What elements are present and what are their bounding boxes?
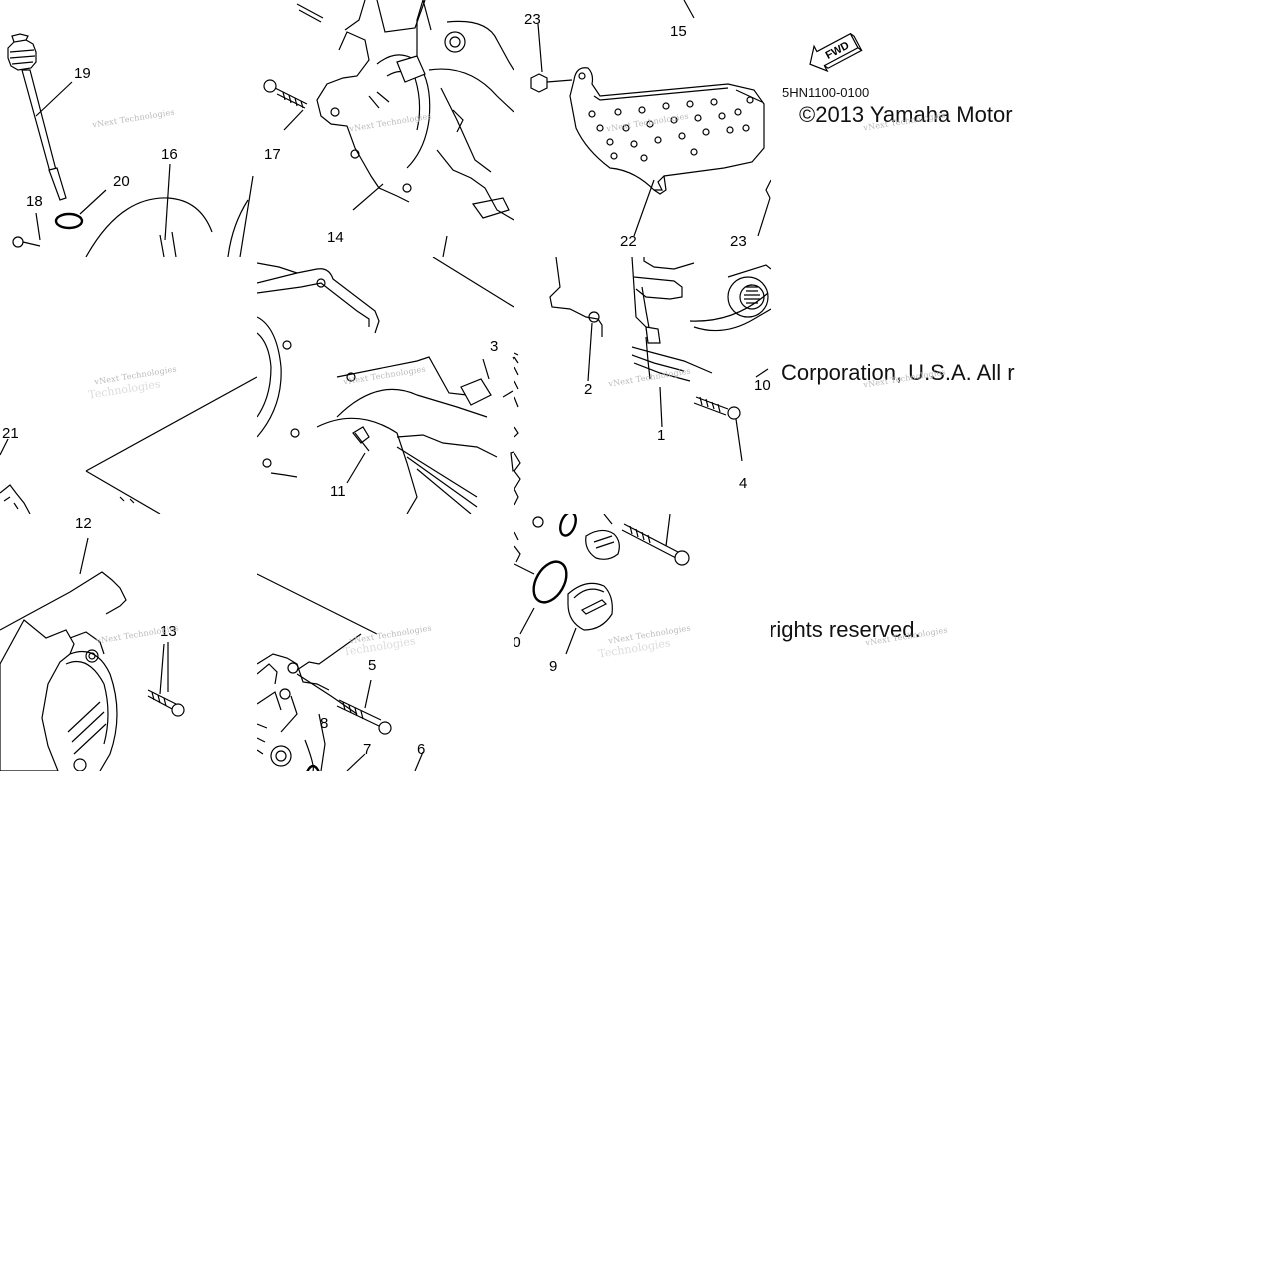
tile-skid-plate: 23 15 22 23 vNext Technologies [514, 0, 771, 257]
callout-6: 6 [417, 741, 426, 758]
callout-23-lower: 23 [730, 233, 747, 250]
dipstick-drawing [7, 33, 254, 257]
callout-12: 12 [75, 515, 92, 532]
tile-caps: 10 9 vNext Technologies Technologies [514, 514, 771, 771]
callout-23: 23 [524, 11, 541, 28]
callout-9: 9 [549, 658, 558, 675]
callout-2: 2 [584, 381, 593, 398]
callout-8: 8 [320, 715, 329, 732]
tile-sprocket-cover: 12 13 vNext Technologies [0, 514, 257, 771]
skid-plate-holes [588, 96, 754, 162]
tile-crankcase-right: 3 11 vNext Technologies [257, 257, 514, 514]
tile-dipstick: 19 20 16 18 vNext Technologies [0, 0, 257, 257]
callout-18: 18 [26, 193, 43, 210]
tile-copyright-2: Corporation, U.S.A. All r vNext Technolo… [771, 257, 1028, 514]
callout-14: 14 [327, 229, 344, 246]
callout-10-lower: 10 [514, 634, 521, 651]
callout-15: 15 [670, 23, 687, 40]
callout-4: 4 [739, 475, 748, 492]
copyright-line-3: rights reserved. [771, 617, 921, 642]
lower-crankcase-drawing [257, 573, 424, 771]
caps-drawing [514, 514, 690, 655]
callout-11: 11 [330, 483, 346, 500]
callout-3: 3 [490, 338, 499, 355]
callout-21: 21 [2, 425, 19, 442]
panel-21-drawing [0, 376, 257, 514]
part-code: 5HN1100-0100 [782, 85, 870, 100]
callout-10: 10 [754, 377, 771, 394]
callout-17: 17 [264, 146, 281, 163]
crankcase-top-drawing [263, 0, 514, 257]
callout-16: 16 [161, 146, 178, 163]
tile-lower-crankcase: 5 8 7 6 vNext Technologies Technologies [257, 514, 514, 771]
callout-19: 19 [74, 65, 91, 82]
copyright-line-1: ©2013 Yamaha Motor [799, 102, 1013, 127]
callout-7: 7 [363, 741, 372, 758]
callout-5: 5 [368, 657, 377, 674]
crankcase-right-drawing [257, 257, 514, 514]
cylinder-drawing [514, 257, 771, 506]
callout-13: 13 [160, 623, 177, 640]
skid-plate-drawing [530, 0, 771, 237]
callout-22: 22 [620, 233, 637, 250]
tile-crankcase-top: 17 14 vNext Technologies [257, 0, 514, 257]
fwd-arrow: FWD [809, 32, 863, 73]
tile-title-block: FWD 5HN1100-0100 ©2013 Yamaha Motor vNex… [771, 0, 1028, 257]
tile-cylinder: 2 1 4 10 vNext Technologies [514, 257, 771, 514]
callout-1: 1 [657, 427, 666, 444]
tile-copyright-3: rights reserved. vNext Technologies [771, 514, 1028, 771]
copyright-line-2: Corporation, U.S.A. All r [781, 360, 1015, 385]
tile-panel-21: 21 vNext Technologies Technologies [0, 257, 257, 514]
sprocket-cover-drawing [0, 537, 185, 771]
callout-20: 20 [113, 173, 130, 190]
